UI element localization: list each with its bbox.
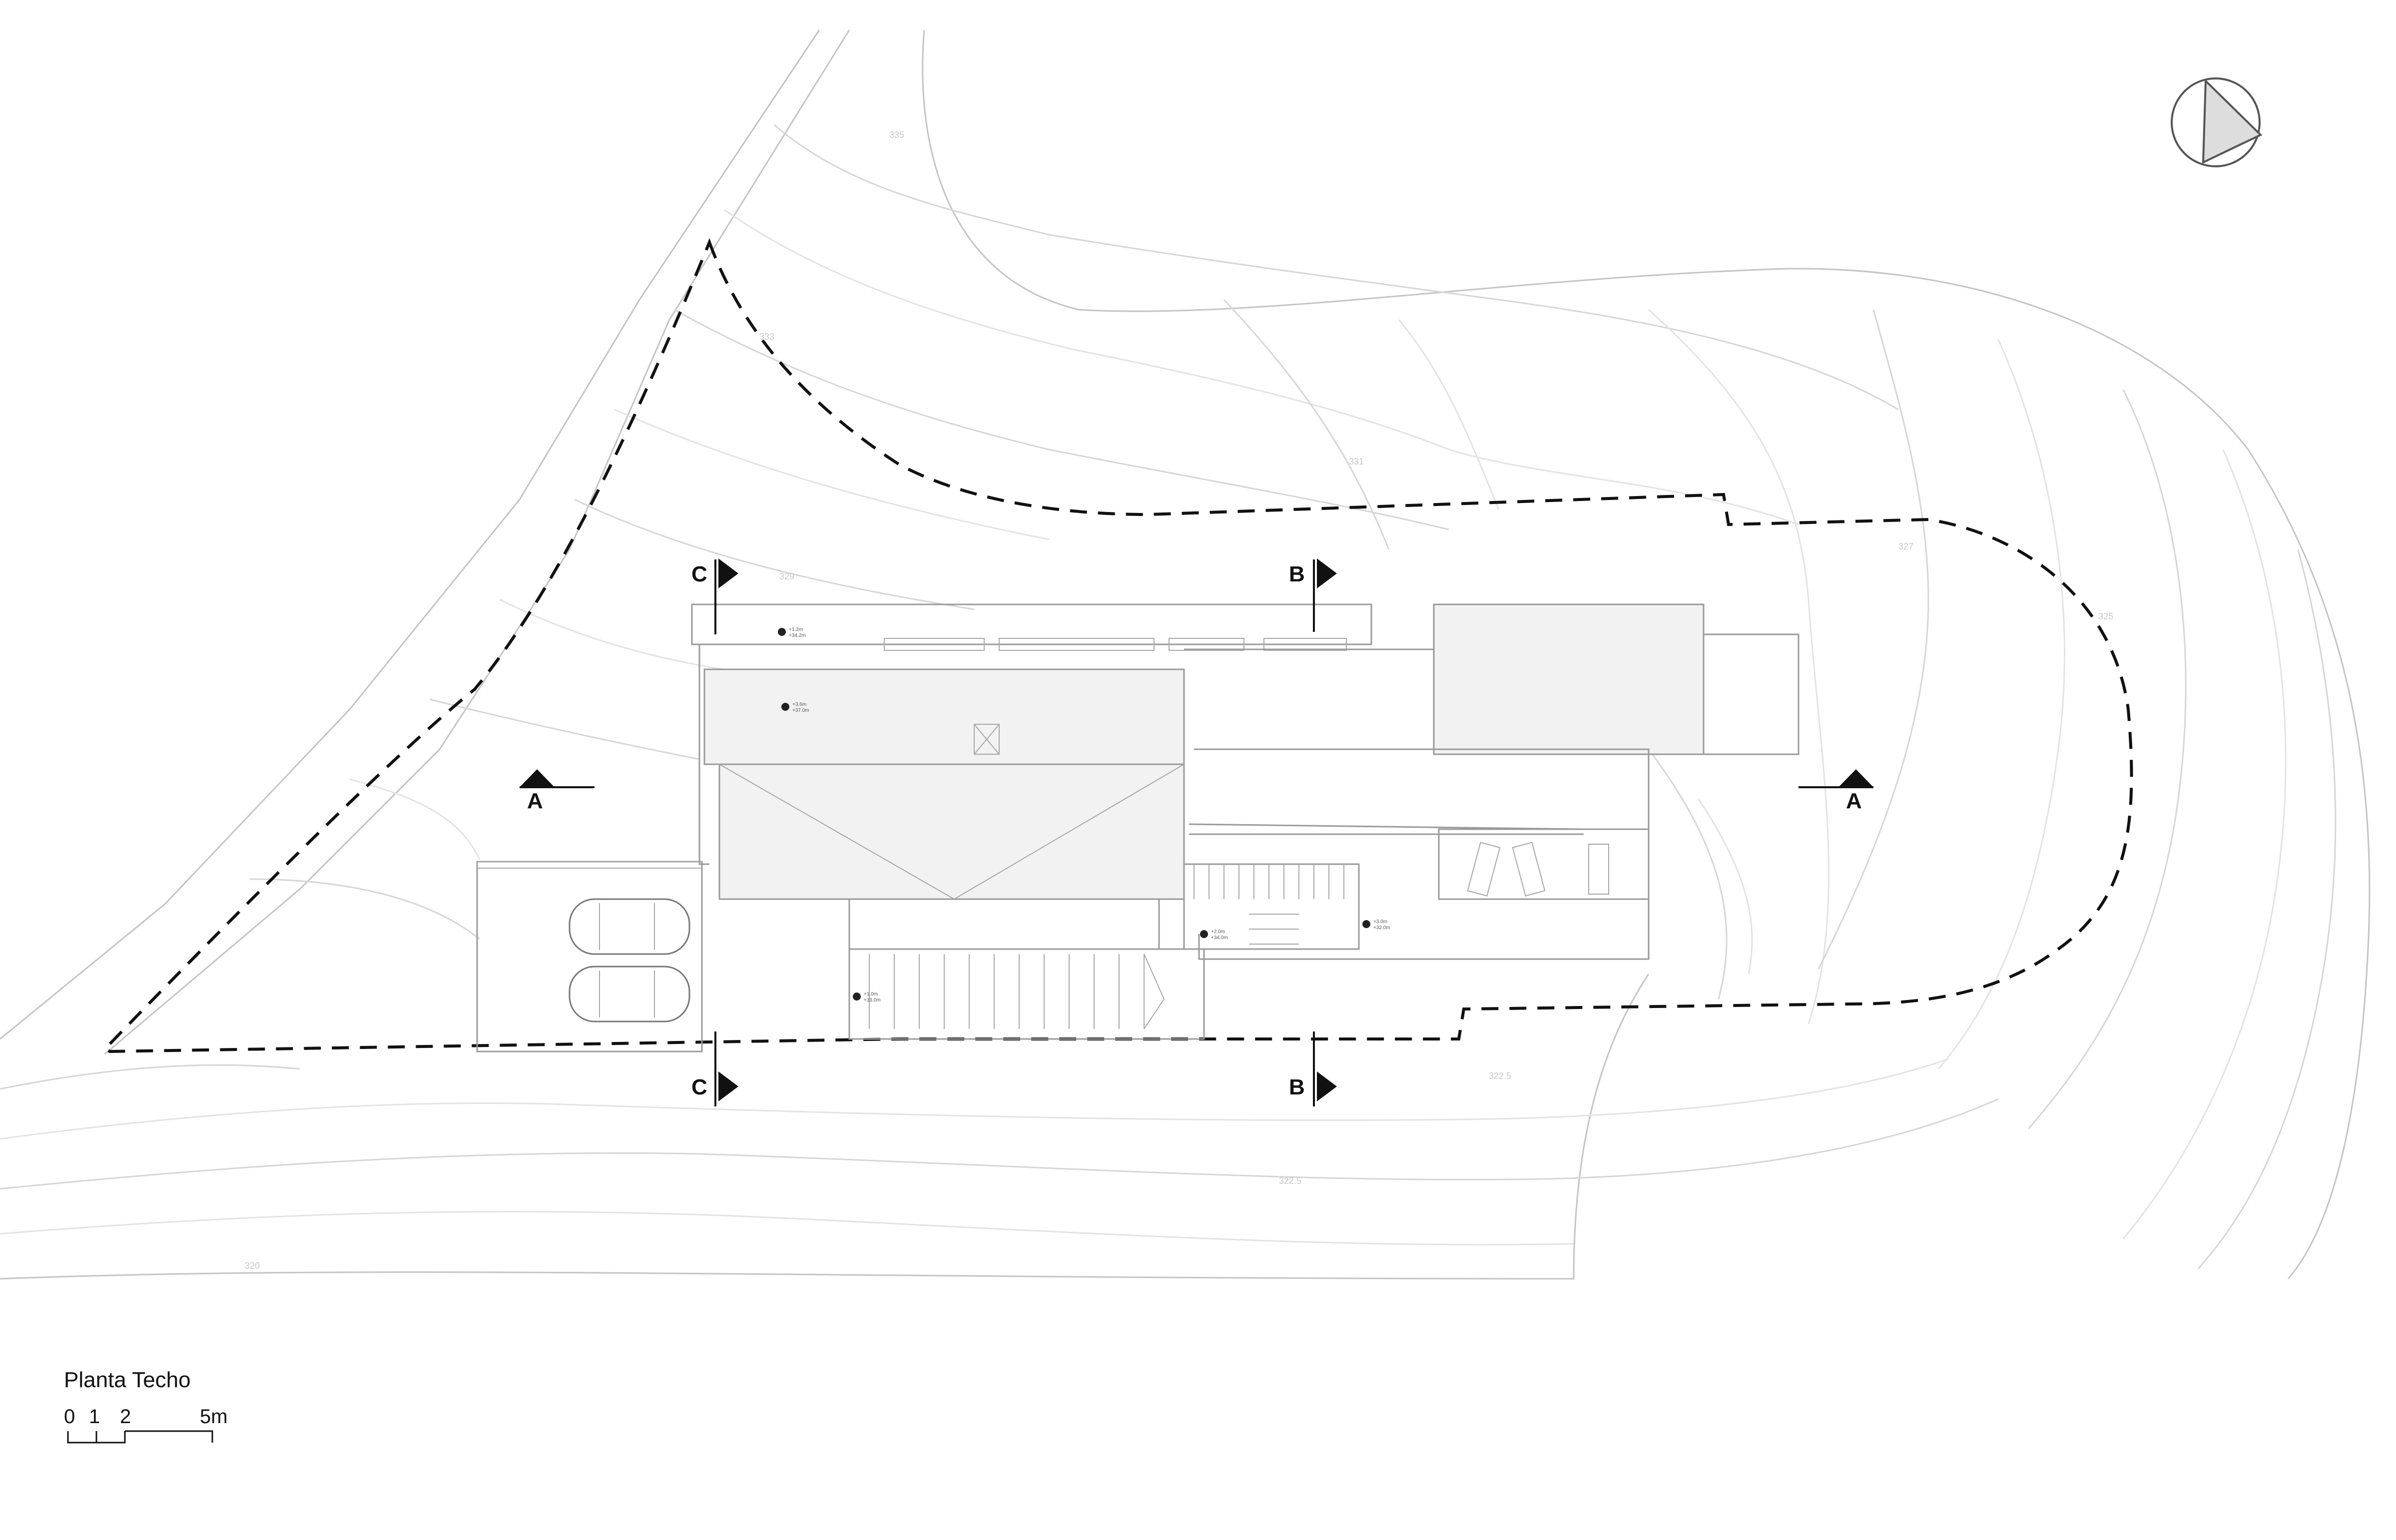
section-marker-a-right: A (1798, 769, 1873, 813)
main-roof (703, 668, 1185, 765)
svg-text:+3.0m: +3.0m (1373, 919, 1387, 925)
level-note: +3.6m +37.0m (781, 702, 809, 713)
svg-text:+37.0m: +37.0m (792, 708, 809, 713)
deck-chair (1467, 842, 1501, 897)
plan-title: Planta Techo (64, 1368, 191, 1392)
lower-terrace (848, 898, 1160, 950)
svg-text:+34.2m: +34.2m (789, 633, 806, 638)
terrace (1438, 828, 1650, 900)
east-roof (1433, 603, 1705, 755)
section-label: C (691, 562, 707, 586)
section-label: C (691, 1075, 707, 1099)
scale-bar (67, 1430, 213, 1444)
building (476, 603, 1799, 1052)
skylight (1263, 638, 1347, 651)
stair-upper (1183, 863, 1360, 950)
contour-label: 327 (1898, 541, 1913, 551)
stair-lower (848, 948, 1205, 1040)
car (569, 966, 690, 1023)
svg-text:+1.0m: +1.0m (864, 992, 878, 997)
contour-label: 322.5 (1279, 1176, 1301, 1186)
level-note: +1.0m +33.0m (853, 992, 881, 1003)
section-marker-c-bottom: C (691, 1031, 738, 1106)
contour-label: 329 (779, 571, 794, 581)
section-marker-c-top: C (691, 558, 738, 634)
section-label: B (1289, 1075, 1305, 1099)
roof-vent (974, 724, 1000, 755)
section-marker-b-bottom: B (1289, 1031, 1337, 1106)
contour-label: 320 (245, 1261, 260, 1271)
svg-text:+1.2m: +1.2m (789, 627, 803, 632)
skylight (999, 638, 1155, 651)
scale-label: 5m (200, 1406, 228, 1428)
section-label: B (1289, 562, 1305, 586)
upper-volume (691, 603, 1372, 645)
contour-labels: 335 333 331 329 327 325 322.5 322.5 320 (245, 130, 2113, 1271)
level-note: +3.0m +32.0m (1362, 919, 1390, 931)
contour-label: 322.5 (1489, 1071, 1511, 1081)
contour-label: 325 (2098, 611, 2113, 621)
section-marker-b-top: B (1289, 558, 1337, 632)
property-boundary (102, 238, 2133, 1053)
contour-lines (0, 124, 2337, 1269)
contour-label: 335 (889, 130, 904, 140)
svg-text:+33.0m: +33.0m (864, 998, 881, 1003)
skylight (1169, 638, 1244, 651)
deck-chair (1512, 842, 1546, 897)
level-note: +2.0m +34.0m (1200, 929, 1228, 941)
deck-chair (1588, 844, 1609, 895)
section-label: A (1846, 789, 1862, 813)
level-note: +1.2m +34.2m (778, 627, 806, 638)
title-block: Planta Techo (64, 1368, 191, 1393)
svg-text:+3.6m: +3.6m (792, 702, 806, 707)
contour-label: 331 (1349, 457, 1364, 467)
north-arrow-icon (2171, 77, 2263, 167)
contour-label: 333 (759, 332, 774, 342)
section-label: A (527, 789, 543, 813)
scale-label: 2 (120, 1406, 131, 1428)
car (569, 898, 690, 955)
site-edges (0, 29, 2371, 1280)
carport (476, 861, 703, 1052)
svg-text:+2.0m: +2.0m (1211, 929, 1225, 935)
scale-label: 1 (89, 1406, 100, 1428)
svg-text:+32.0m: +32.0m (1373, 925, 1390, 931)
scale-label: 0 (64, 1406, 75, 1428)
gable-roof (718, 763, 1185, 900)
skylight (884, 638, 985, 651)
section-marker-a-left: A (520, 769, 595, 813)
svg-text:+34.0m: +34.0m (1211, 935, 1228, 941)
